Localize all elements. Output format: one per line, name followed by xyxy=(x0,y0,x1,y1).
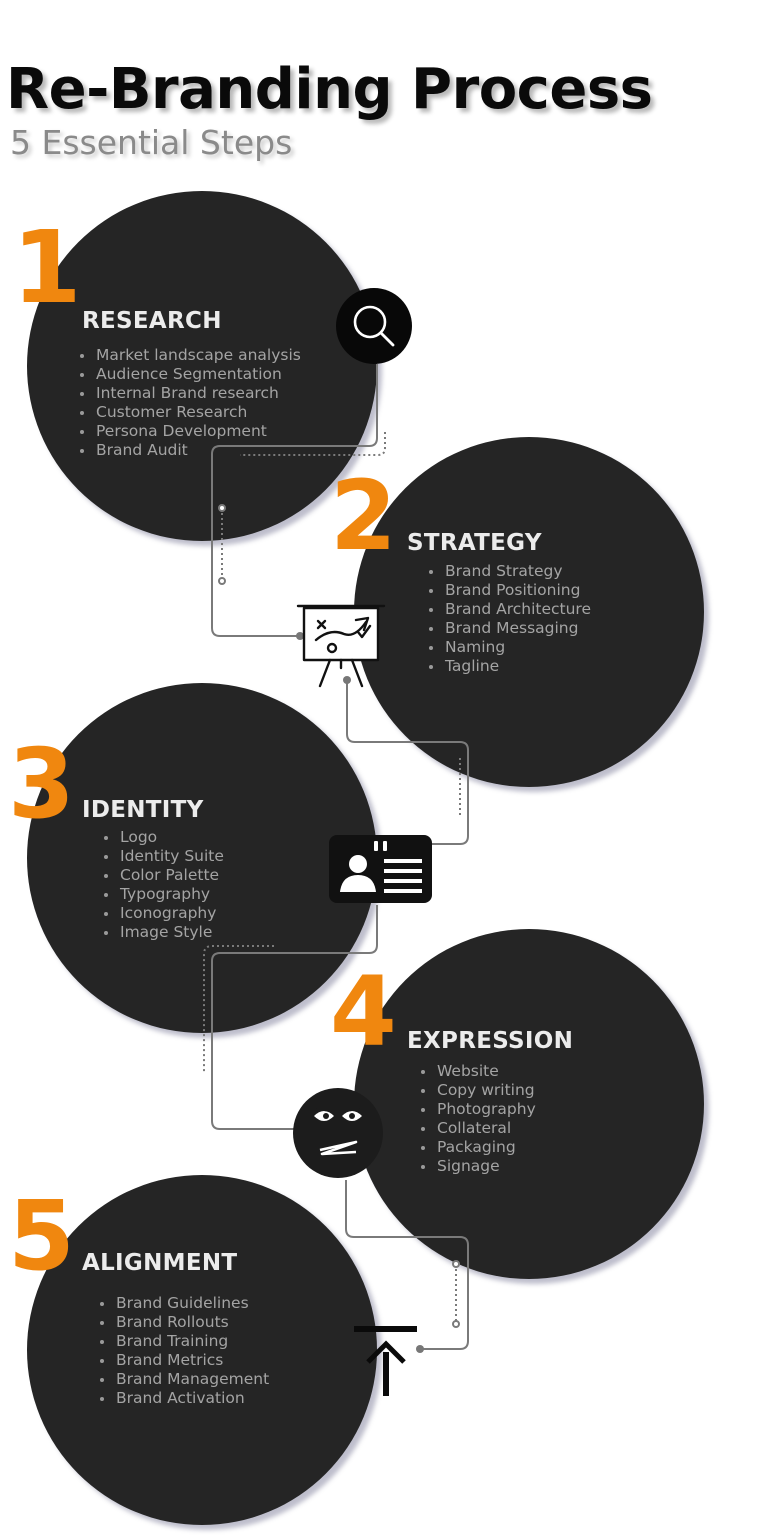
step-5-list: Brand Guidelines Brand Rollouts Brand Tr… xyxy=(98,1294,269,1408)
list-item: Brand Strategy xyxy=(427,562,591,581)
list-item: Image Style xyxy=(102,923,224,942)
list-item: Market landscape analysis xyxy=(78,346,301,365)
step-3-list: Logo Identity Suite Color Palette Typogr… xyxy=(102,828,224,942)
connector-3-4 xyxy=(211,905,378,1130)
id-card-icon xyxy=(329,835,432,903)
step-3-circle xyxy=(27,683,377,1033)
list-item: Brand Metrics xyxy=(98,1351,269,1370)
step-2-circle xyxy=(354,437,704,787)
connector-4-5 xyxy=(345,1180,469,1350)
step-3-title: IDENTITY xyxy=(82,797,204,823)
list-item: Website xyxy=(419,1062,536,1081)
step-5-number: 5 xyxy=(8,1180,75,1292)
list-item: Brand Audit xyxy=(78,441,301,460)
list-item: Customer Research xyxy=(78,403,301,422)
list-item: Packaging xyxy=(419,1138,536,1157)
list-item: Brand Activation xyxy=(98,1389,269,1408)
step-4-number: 4 xyxy=(330,956,397,1068)
step-2-title: STRATEGY xyxy=(407,530,542,556)
step-4-circle xyxy=(354,929,704,1279)
list-item: Persona Development xyxy=(78,422,301,441)
step-4-title: EXPRESSION xyxy=(407,1028,574,1054)
list-item: Audience Segmentation xyxy=(78,365,301,384)
list-item: Copy writing xyxy=(419,1081,536,1100)
face-icon xyxy=(293,1088,383,1178)
list-item: Brand Rollouts xyxy=(98,1313,269,1332)
upload-arrow-icon xyxy=(354,1326,417,1396)
strategy-board-icon xyxy=(296,604,386,688)
list-item: Internal Brand research xyxy=(78,384,301,403)
step-2-number: 2 xyxy=(330,460,397,572)
list-item: Signage xyxy=(419,1157,536,1176)
list-item: Logo xyxy=(102,828,224,847)
list-item: Tagline xyxy=(427,657,591,676)
list-item: Typography xyxy=(102,885,224,904)
step-1-number: 1 xyxy=(12,209,82,326)
step-1-circle xyxy=(27,191,377,541)
list-item: Brand Guidelines xyxy=(98,1294,269,1313)
step-2-list: Brand Strategy Brand Positioning Brand A… xyxy=(427,562,591,676)
page-title: Re-Branding Process xyxy=(6,57,653,122)
step-1-list: Market landscape analysis Audience Segme… xyxy=(78,346,301,460)
magnifier-icon xyxy=(336,288,412,364)
step-5-title: ALIGNMENT xyxy=(82,1250,238,1276)
page-subtitle: 5 Essential Steps xyxy=(10,123,293,162)
list-item: Naming xyxy=(427,638,591,657)
connector-1-2 xyxy=(211,364,378,637)
list-item: Color Palette xyxy=(102,866,224,885)
list-item: Brand Training xyxy=(98,1332,269,1351)
connector-2-3 xyxy=(346,680,469,845)
step-4-list: Website Copy writing Photography Collate… xyxy=(419,1062,536,1176)
list-item: Photography xyxy=(419,1100,536,1119)
list-item: Identity Suite xyxy=(102,847,224,866)
list-item: Brand Messaging xyxy=(427,619,591,638)
list-item: Brand Architecture xyxy=(427,600,591,619)
list-item: Collateral xyxy=(419,1119,536,1138)
step-3-number: 3 xyxy=(8,728,75,840)
list-item: Brand Positioning xyxy=(427,581,591,600)
step-5-circle xyxy=(27,1175,377,1525)
list-item: Brand Management xyxy=(98,1370,269,1389)
step-1-title: RESEARCH xyxy=(82,308,222,334)
list-item: Iconography xyxy=(102,904,224,923)
